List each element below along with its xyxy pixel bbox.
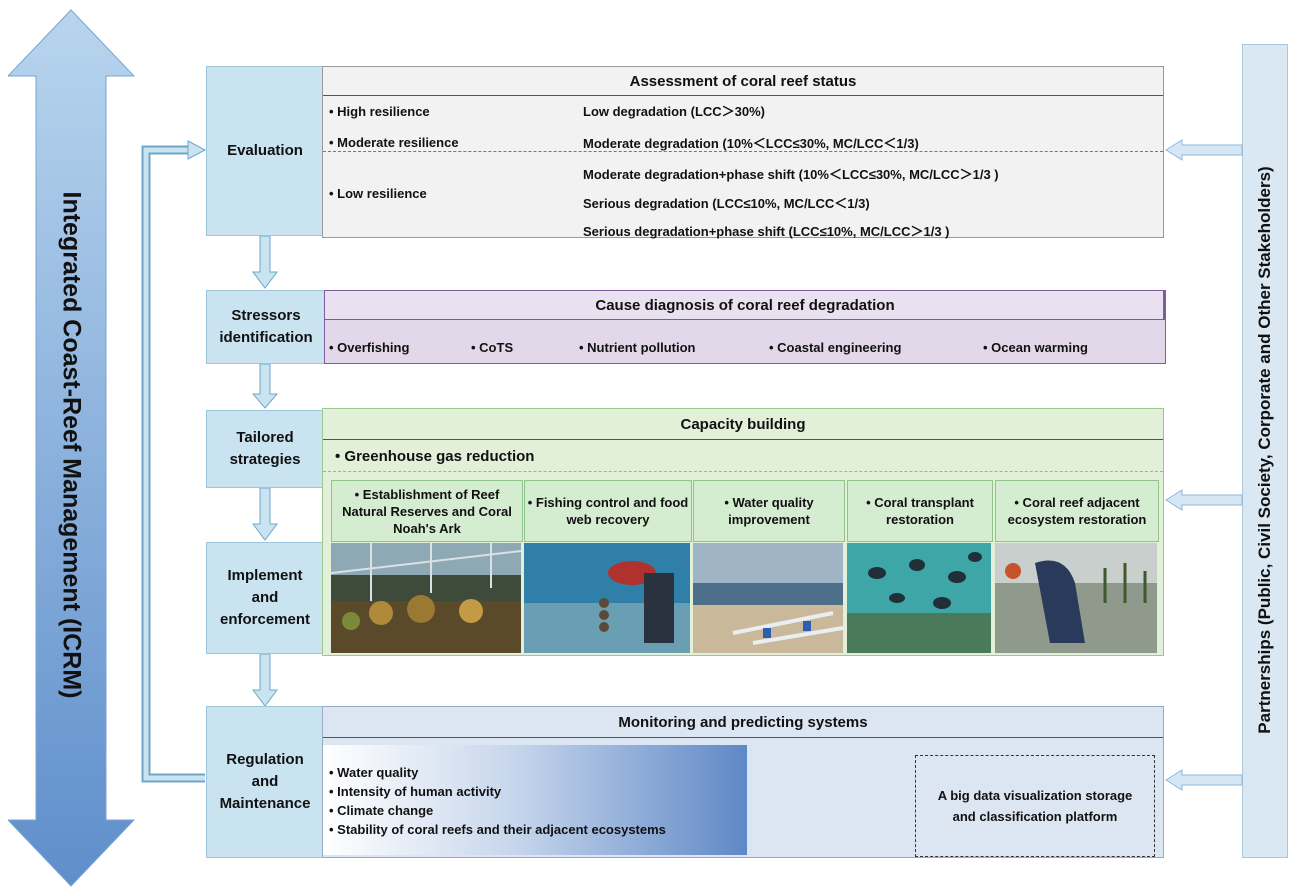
- stage-evaluation: Evaluation: [206, 66, 324, 236]
- strategy-transplant-label: • Coral transplant restoration: [866, 495, 974, 527]
- cause-item-nutrient-pollution: Nutrient pollution: [579, 340, 695, 355]
- assessment-title-rule: [323, 95, 1163, 96]
- capacity-title-rule: [323, 439, 1163, 440]
- capacity-panel: Capacity building Greenhouse gas reducti…: [322, 408, 1164, 656]
- strategy-water: • Water quality improvement: [693, 480, 845, 542]
- monitoring-indicators-box: [323, 745, 747, 855]
- photo-coral-nursery: [331, 543, 521, 653]
- stage-stressors: Stressors identification: [206, 290, 326, 364]
- monitoring-item-water-quality: Water quality: [329, 765, 418, 780]
- stage-tailored: Tailored strategies: [206, 410, 324, 488]
- photo-water-quality-beach: [693, 543, 843, 653]
- greenhouse-item: Greenhouse gas reduction: [335, 448, 534, 465]
- degradation-serious-phase-shift: Serious degradation+phase shift (LCC≤10%…: [583, 224, 950, 239]
- cause-item-ocean-warming: Ocean warming: [983, 340, 1088, 355]
- monitoring-title: Monitoring and predicting systems: [618, 714, 868, 731]
- monitoring-item-climate-change: Climate change: [329, 803, 433, 818]
- stage-implement-line2: and: [251, 589, 279, 606]
- monitoring-panel: Monitoring and predicting systems Water …: [322, 706, 1164, 858]
- assessment-divider: [323, 151, 1163, 152]
- big-data-platform-box: A big data visualization storage and cla…: [915, 755, 1155, 857]
- stage-implement-line1: Implement: [227, 567, 303, 584]
- icrm-double-arrow: [8, 9, 136, 887]
- resilience-moderate: Moderate resilience: [329, 135, 458, 150]
- stage-tailored-line2: strategies: [229, 451, 301, 468]
- assessment-panel: Assessment of coral reef status High res…: [322, 66, 1164, 239]
- partnerships-bar: [1242, 44, 1288, 858]
- stage-regulation-line3: Maintenance: [219, 795, 311, 812]
- degradation-serious: Serious degradation (LCC≤10%, MC/LCC＜1/3…: [583, 196, 870, 211]
- strategy-reserves-label: • Establishment of Reef Natural Reserves…: [342, 486, 512, 536]
- strategy-adjacent: • Coral reef adjacent ecosystem restorat…: [995, 480, 1159, 542]
- resilience-low: Low resilience: [329, 186, 427, 201]
- stage-regulation-line1: Regulation: [226, 751, 304, 768]
- strategy-fishing-label: • Fishing control and food web recovery: [527, 495, 689, 527]
- photo-mangrove-restoration: [995, 543, 1157, 653]
- strategy-transplant: • Coral transplant restoration: [847, 480, 993, 542]
- degradation-moderate-phase-shift: Moderate degradation+phase shift (10%＜LC…: [583, 167, 999, 182]
- strategy-fishing: • Fishing control and food web recovery: [524, 480, 692, 542]
- capacity-title: Capacity building: [680, 416, 806, 433]
- strategy-reserves: • Establishment of Reef Natural Reserves…: [331, 480, 523, 542]
- resilience-high: High resilience: [329, 104, 429, 119]
- monitoring-item-human-activity: Intensity of human activity: [329, 784, 501, 799]
- cause-title-bar: [325, 291, 1165, 320]
- cause-item-overfishing: Overfishing: [329, 340, 409, 355]
- degradation-moderate: Moderate degradation (10%＜LCC≤30%, MC/LC…: [583, 136, 919, 151]
- cause-title: Cause diagnosis of coral reef degradatio…: [595, 297, 895, 314]
- greenhouse-rule: [323, 471, 1163, 472]
- strategy-water-label: • Water quality improvement: [724, 495, 814, 527]
- strategy-adjacent-label: • Coral reef adjacent ecosystem restorat…: [1007, 495, 1147, 527]
- photo-coral-transplant: [847, 543, 991, 653]
- cause-panel: Cause diagnosis of coral reef degradatio…: [324, 290, 1166, 364]
- assessment-title: Assessment of coral reef status: [629, 73, 857, 90]
- stage-stressors-line1: Stressors: [231, 307, 301, 324]
- stage-tailored-line1: Tailored: [236, 429, 294, 446]
- monitoring-title-rule: [323, 737, 1163, 738]
- stage-stressors-line2: identification: [219, 329, 313, 346]
- stage-implement: Implement and enforcement: [206, 542, 324, 654]
- stage-regulation: Regulation and Maintenance: [206, 706, 324, 858]
- degradation-low: Low degradation (LCC＞30%): [583, 104, 766, 119]
- stage-implement-line3: enforcement: [219, 611, 311, 628]
- stage-regulation-line2: and: [251, 773, 279, 790]
- monitoring-item-stability: Stability of coral reefs and their adjac…: [329, 822, 666, 837]
- big-data-platform-label: A big data visualization storage and cla…: [937, 788, 1133, 824]
- stage-evaluation-label: Evaluation: [227, 142, 303, 159]
- cause-item-coastal-engineering: Coastal engineering: [769, 340, 901, 355]
- cause-item-cots: CoTS: [471, 340, 513, 355]
- photo-diver-fishing: [524, 543, 690, 653]
